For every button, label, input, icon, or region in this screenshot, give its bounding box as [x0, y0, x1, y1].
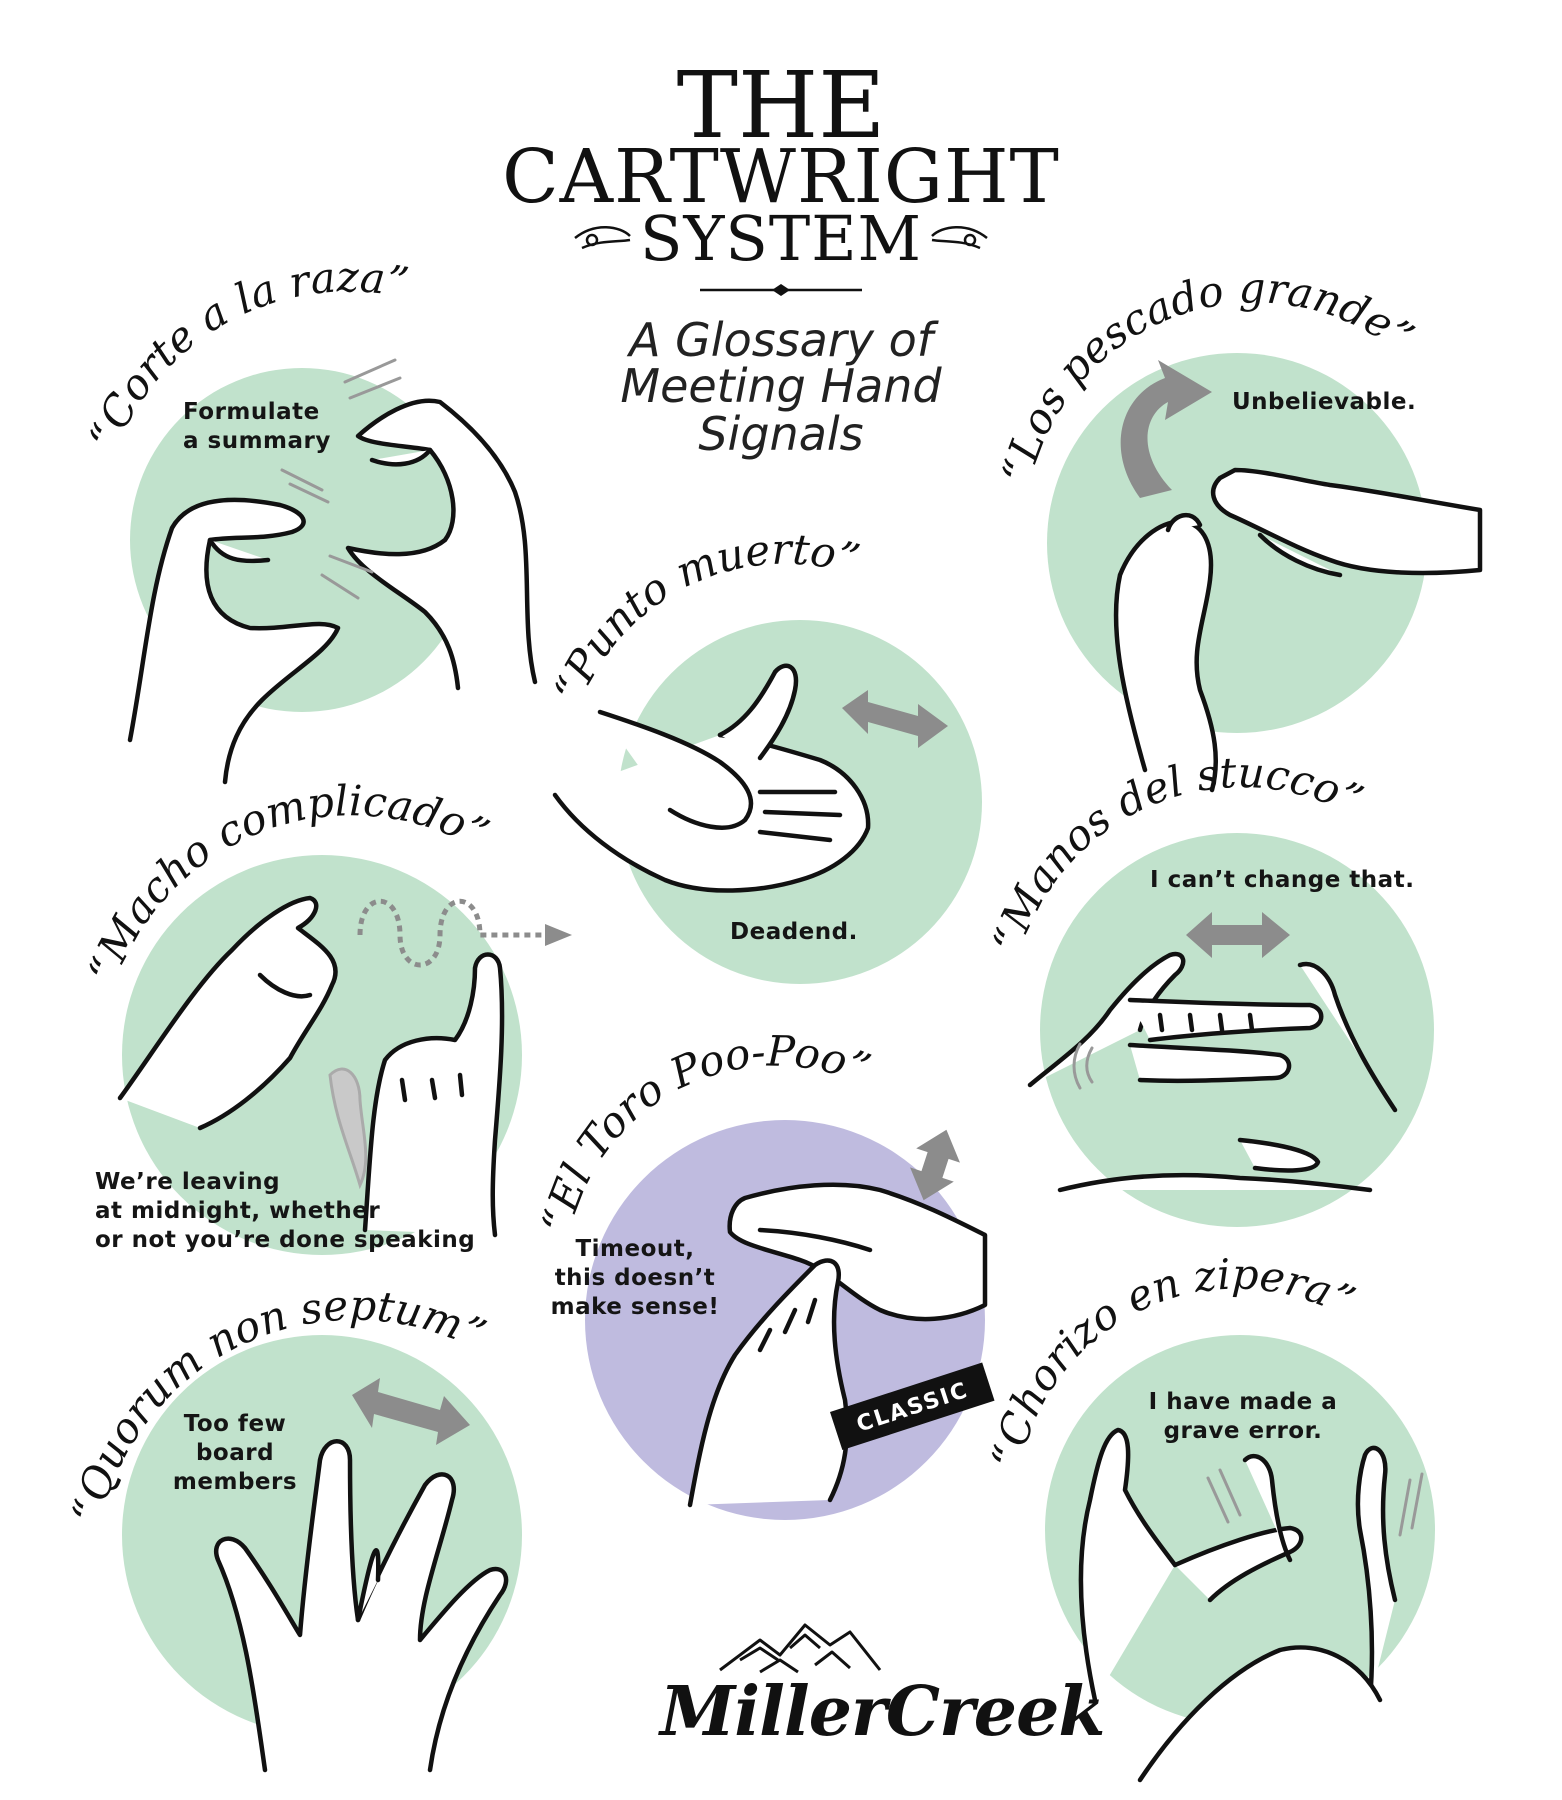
signal-macho: “Macho complicado”: [78, 776, 572, 1255]
signal-quorum: “Quorum non septum”: [62, 1280, 522, 1773]
hand-pinky-icon: [362, 952, 505, 1238]
caption-toro: Timeout, this doesn’t make sense!: [550, 1236, 720, 1320]
title-line-1: THE: [676, 52, 886, 159]
hands-circle-gesture-icon: [127, 398, 538, 785]
caption-punto: Deadend.: [730, 919, 858, 945]
vertical-double-arrow-icon: [910, 1129, 960, 1201]
hands-grasp-icon: [1113, 467, 1483, 793]
caption-chorizo: I have made a grave error.: [1148, 1389, 1338, 1444]
double-arrow-icon: [352, 1378, 470, 1445]
hand-twirl-icon: [117, 895, 338, 1131]
caption-quorum: Too few board members: [172, 1411, 298, 1495]
caption-manos: I can’t change that.: [1150, 867, 1415, 893]
curved-arrow-icon: [1120, 360, 1212, 498]
mountain-logo-icon: [719, 1623, 882, 1674]
subtitle-line-1: A Glossary of: [629, 313, 933, 367]
signal-manos: “Manos del stucco”: [983, 748, 1434, 1227]
brand-name: MillerCreek: [660, 1672, 1105, 1752]
caption-pescado: Unbelievable.: [1232, 389, 1417, 415]
dotted-spiral-arrow-icon: [357, 898, 545, 968]
title-divider: [700, 284, 862, 296]
caption-macho: We’re leaving at midnight, whether or no…: [95, 1169, 476, 1253]
title-line-2: CARTWRIGHT: [502, 134, 1060, 220]
caption-corte: Formulate a summary: [183, 399, 331, 454]
title-line-3: SYSTEM: [640, 202, 922, 275]
hands-timeout-icon: [687, 1182, 988, 1508]
hands-zipper-icon: [1078, 1427, 1398, 1783]
signal-chorizo: “Chorizo en zipera”: [982, 1249, 1435, 1783]
subtitle-line-2: Meeting Hand: [620, 359, 942, 413]
ghost-hand-icon: [328, 1067, 368, 1190]
hands-interlocked-icon: [1027, 951, 1398, 1193]
subtitle-line-3: Signals: [698, 407, 864, 461]
title-ornament-left-icon: [574, 226, 631, 250]
signal-circle: [1045, 1335, 1435, 1725]
handshake-icon: [552, 663, 871, 893]
hand-three-fingers-icon: [214, 1439, 509, 1773]
double-arrow-icon: [1186, 912, 1290, 958]
title-ornament-right-icon: [931, 226, 988, 250]
double-arrow-icon: [842, 690, 948, 748]
signal-punto: “Punto muerto”: [544, 524, 982, 984]
